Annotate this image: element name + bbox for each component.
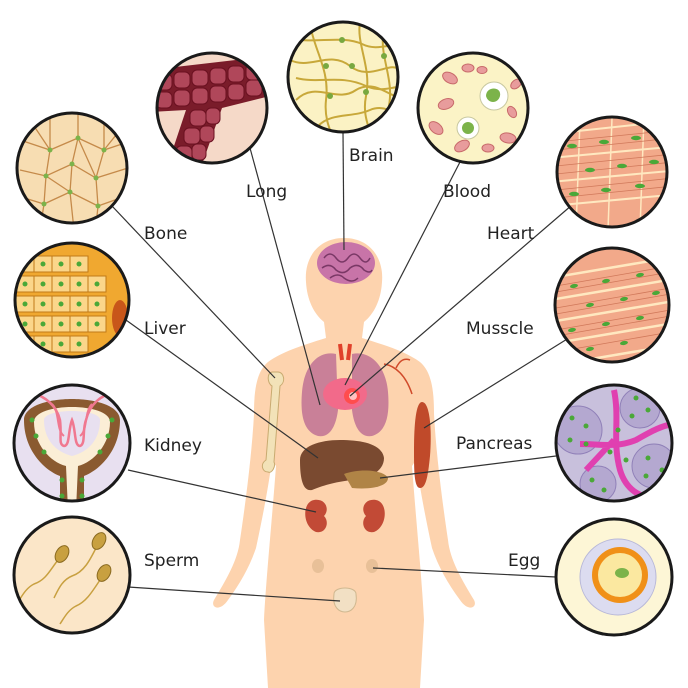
label-kidney: Kidney bbox=[144, 436, 202, 456]
label-musscle: Musscle bbox=[466, 319, 534, 339]
label-sperm: Sperm bbox=[144, 551, 200, 571]
long-cell-circle bbox=[155, 51, 269, 165]
egg-cell-circle bbox=[554, 517, 674, 637]
blood-cell-circle bbox=[416, 51, 530, 165]
label-blood: Blood bbox=[443, 182, 491, 202]
stomach-organ bbox=[344, 470, 388, 489]
bone-cell-circle bbox=[15, 111, 129, 225]
liver-cell-circle bbox=[13, 241, 131, 359]
leader-lines bbox=[111, 131, 573, 602]
heart-cell-circle bbox=[555, 115, 669, 229]
kidney-organs bbox=[305, 499, 385, 533]
lungs-organ bbox=[301, 353, 389, 437]
label-pancreas: Pancreas bbox=[456, 434, 533, 454]
musscle-cell-circle bbox=[553, 246, 671, 364]
arm-bone bbox=[261, 371, 285, 473]
pancreas-cell-circle bbox=[554, 383, 674, 503]
arm-muscle bbox=[414, 402, 431, 488]
heart-organ bbox=[323, 378, 367, 410]
kidney-cell-circle bbox=[12, 383, 132, 503]
label-brain: Brain bbox=[349, 146, 394, 166]
label-egg: Egg bbox=[508, 551, 541, 571]
label-bone: Bone bbox=[144, 224, 188, 244]
aorta bbox=[338, 343, 352, 361]
human-body bbox=[213, 238, 475, 688]
brain-organ bbox=[317, 242, 375, 284]
label-long: Long bbox=[246, 182, 288, 202]
label-heart: Heart bbox=[487, 224, 535, 244]
sperm-cell-circle bbox=[12, 515, 132, 635]
brain-cell-circle bbox=[286, 20, 400, 134]
reproductive-organs bbox=[312, 559, 378, 613]
label-liver: Liver bbox=[144, 319, 186, 339]
